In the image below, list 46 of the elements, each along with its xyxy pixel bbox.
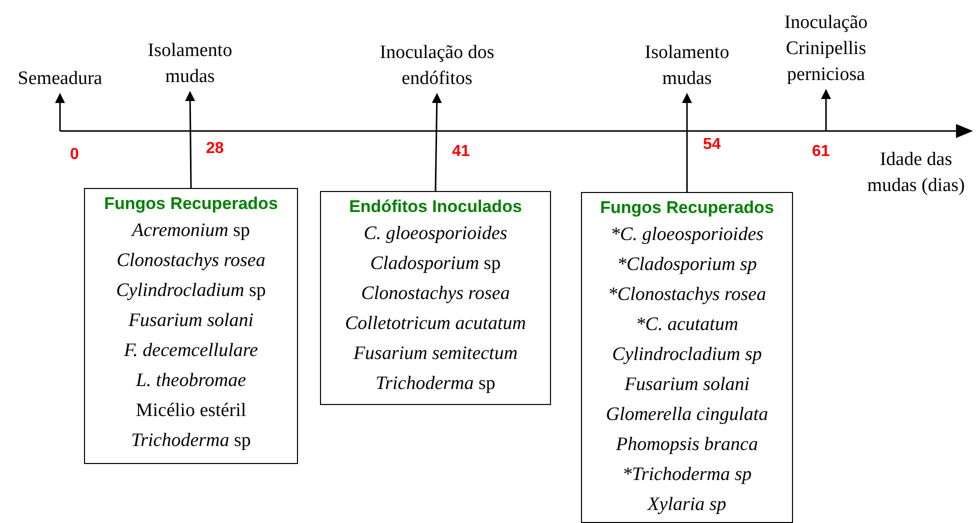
day-number: 0: [70, 145, 79, 165]
species-list-box: [320, 191, 551, 405]
box-heading: Fungos Recuperados: [600, 197, 774, 219]
axis-title: Idade das mudas (dias): [866, 148, 966, 198]
species-name: Trichoderma sp: [376, 372, 496, 396]
event-label: Inoculação Crinipellis perniciosa: [766, 10, 886, 88]
species-name: Fusarium solani: [128, 309, 254, 333]
box-heading: Fungos Recuperados: [104, 193, 278, 215]
species-name: Trichoderma sp: [131, 429, 251, 453]
species-name: *C. gloeosporioides: [610, 223, 764, 247]
day-number: 28: [206, 139, 224, 159]
day-number: 41: [452, 142, 470, 162]
event-label: Semeadura: [5, 66, 115, 92]
species-name: Colletotricum acutatum: [344, 312, 526, 336]
arrow: [185, 91, 196, 188]
species-name: Clonostachys rosea: [116, 249, 266, 273]
species-name: *Clonostachys rosea: [608, 283, 766, 307]
day-number: 61: [812, 142, 830, 162]
species-name: Micélio estéril: [136, 399, 246, 423]
event-label: Isolamento mudas: [627, 40, 747, 92]
species-name: C. gloeosporioides: [364, 222, 508, 246]
species-name: Cylindrocladium sp: [612, 343, 762, 367]
species-name: F. decemcellulare: [124, 339, 258, 363]
species-name: L. theobromae: [136, 369, 246, 393]
species-list-box: [84, 188, 298, 464]
species-list-box: [581, 192, 793, 523]
species-name: Clonostachys rosea: [361, 282, 510, 306]
species-name: Xylaria sp: [648, 493, 726, 517]
box-heading: Endófitos Inoculados: [349, 196, 522, 218]
species-name: Fusarium semitectum: [353, 342, 518, 366]
event-label: Isolamento mudas: [130, 38, 250, 90]
species-name: Cylindrocladium sp: [116, 279, 266, 303]
arrow: [821, 89, 831, 131]
arrow: [432, 93, 442, 192]
species-name: Fusarium solani: [624, 373, 750, 397]
species-name: Acremonium sp: [132, 219, 250, 243]
event-label: Inoculação dos endófitos: [352, 40, 522, 92]
species-name: Glomerella cingulata: [606, 403, 768, 427]
species-name: Phomopsis branca: [616, 433, 758, 457]
species-name: *Cladosporium sp: [617, 253, 757, 277]
arrow: [682, 93, 692, 192]
day-number: 54: [703, 135, 721, 155]
species-name: Cladosporium sp: [370, 252, 501, 276]
species-name: *Trichoderma sp: [622, 463, 752, 487]
arrow: [55, 93, 65, 131]
species-name: *C. acutatum: [636, 313, 738, 337]
